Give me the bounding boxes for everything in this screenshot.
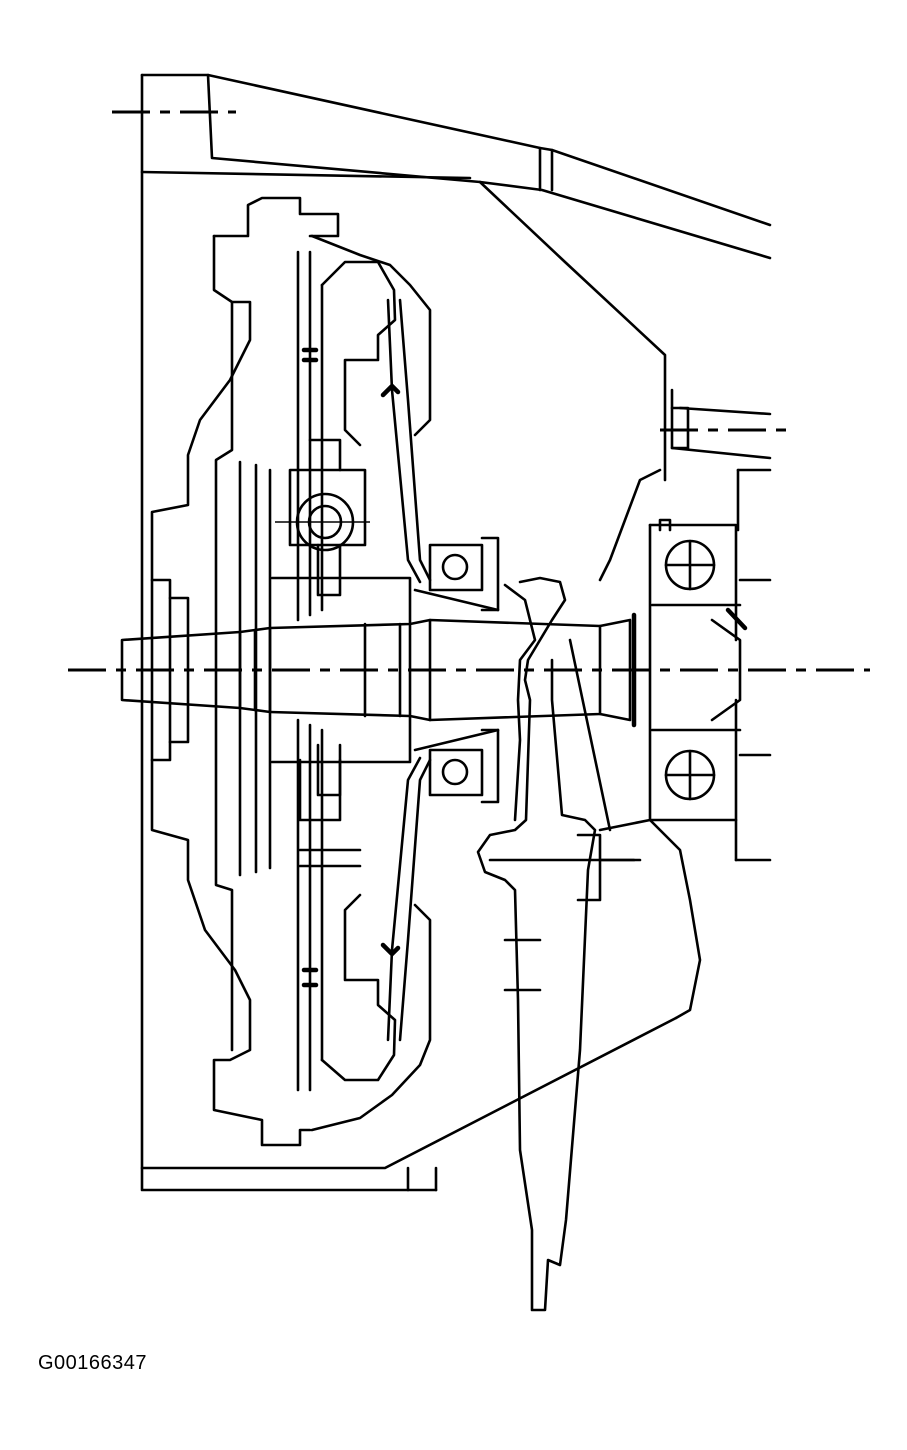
diaphragm-spring (380, 298, 432, 1042)
bell-housing (140, 73, 772, 1192)
pressure-plate (296, 234, 432, 1132)
clutch-disc-hub (270, 438, 412, 868)
centerlines (68, 110, 870, 672)
lower-housing (598, 468, 702, 1020)
release-fork (476, 576, 642, 1312)
release-bearing (413, 536, 500, 804)
figure-id-label: G00166347 (38, 1352, 148, 1374)
input-shaft (120, 612, 637, 728)
gearbox-front-cover (648, 388, 772, 862)
